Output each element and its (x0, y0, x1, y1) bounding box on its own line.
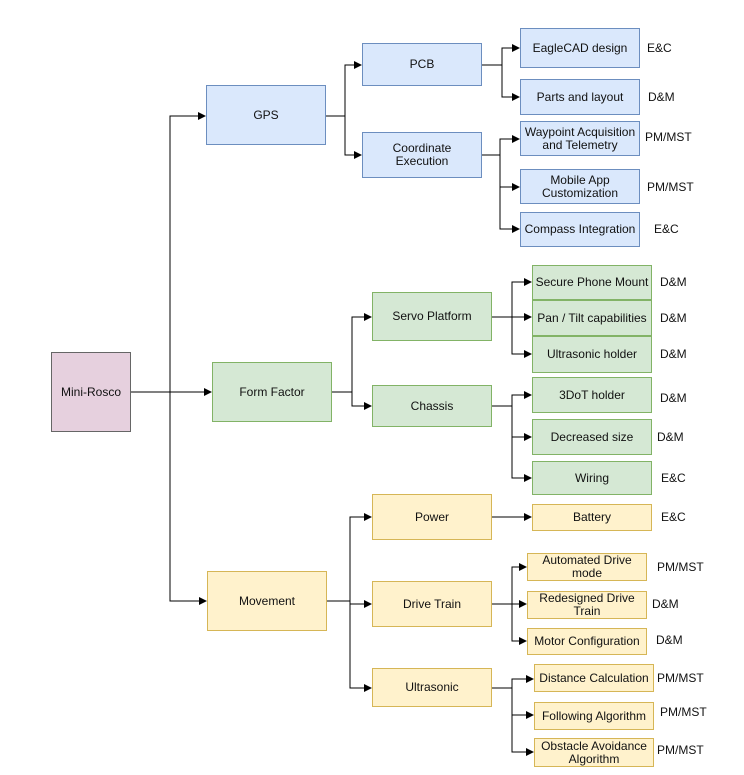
connector (511, 437, 532, 482)
leaf-node: Waypoint Acquisition and Telemetry (520, 121, 640, 156)
owner-tag: E&C (647, 41, 672, 55)
leaf-node: Compass Integration (520, 212, 640, 247)
servo-platform-node: Servo Platform (372, 292, 492, 341)
owner-tag: PM/MST (645, 130, 692, 144)
power-node: Power (372, 494, 492, 540)
connector (326, 61, 362, 117)
owner-tag: D&M (657, 430, 684, 444)
connector (501, 65, 520, 101)
owner-tag: D&M (660, 311, 687, 325)
leaf-node: Decreased size (532, 419, 652, 455)
owner-tag: D&M (660, 347, 687, 361)
owner-tag: PM/MST (647, 180, 694, 194)
form-factor-node: Form Factor (212, 362, 332, 422)
connector (499, 187, 520, 233)
chassis-node: Chassis (372, 385, 492, 427)
connector (327, 513, 372, 602)
connector (511, 604, 527, 645)
connector (344, 116, 362, 159)
owner-tag: D&M (652, 597, 679, 611)
leaf-node: Ultrasonic holder (532, 336, 652, 373)
connector (482, 135, 520, 156)
connector (351, 392, 372, 410)
owner-tag: PM/MST (657, 560, 704, 574)
owner-tag: PM/MST (660, 705, 707, 719)
leaf-node: Wiring (532, 461, 652, 495)
gps-node: GPS (206, 85, 326, 145)
connector (511, 715, 534, 756)
owner-tag: D&M (648, 90, 675, 104)
connector (169, 392, 207, 605)
leaf-node: Battery (532, 504, 652, 531)
leaf-node: EagleCAD design (520, 28, 640, 68)
leaf-node: Distance Calculation (534, 664, 654, 692)
leaf-node: Obstacle Avoidance Algorithm (534, 738, 654, 767)
owner-tag: E&C (661, 471, 686, 485)
leaf-node: Parts and layout (520, 79, 640, 115)
owner-tag: PM/MST (657, 671, 704, 685)
leaf-node: Automated Drive mode (527, 553, 647, 581)
movement-node: Movement (207, 571, 327, 631)
leaf-node: Redesigned Drive Train (527, 591, 647, 619)
connector (482, 44, 520, 66)
root-node: Mini-Rosco (51, 352, 131, 432)
leaf-node: Secure Phone Mount (532, 265, 652, 300)
leaf-node: Pan / Tilt capabilities (532, 300, 652, 336)
connector (499, 155, 520, 191)
connector (349, 604, 372, 692)
owner-tag: D&M (660, 391, 687, 405)
connector (349, 600, 372, 608)
leaf-node: Following Algorithm (534, 702, 654, 730)
leaf-node: Motor Configuration (527, 628, 647, 655)
connector (492, 278, 532, 318)
owner-tag: D&M (656, 633, 683, 647)
connector (511, 406, 532, 441)
pcb-node: PCB (362, 43, 482, 86)
connector (511, 688, 534, 719)
connector (511, 317, 532, 358)
connector (492, 675, 534, 689)
connector (131, 112, 206, 393)
leaf-node: Mobile App Customization (520, 169, 640, 204)
connector (332, 313, 372, 393)
owner-tag: D&M (660, 275, 687, 289)
connector (492, 391, 532, 407)
owner-tag: PM/MST (657, 743, 704, 757)
leaf-node: 3DoT holder (532, 377, 652, 413)
owner-tag: E&C (661, 510, 686, 524)
owner-tag: E&C (654, 222, 679, 236)
drive-train-node: Drive Train (372, 581, 492, 627)
connector (492, 563, 527, 605)
ultrasonic-node: Ultrasonic (372, 668, 492, 707)
coordinate-execution-node: Coordinate Execution (362, 132, 482, 178)
